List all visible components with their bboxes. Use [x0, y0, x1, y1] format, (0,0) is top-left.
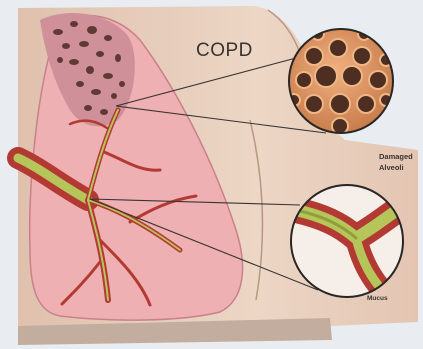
alveoli-magnified	[288, 28, 393, 134]
diagram-title: COPD	[196, 40, 253, 62]
mucus-label: Mucus	[367, 295, 388, 302]
damaged-alveoli-label-line1: Damaged	[379, 152, 413, 161]
damaged-alveoli-label-line2: Alveoli	[379, 163, 404, 172]
